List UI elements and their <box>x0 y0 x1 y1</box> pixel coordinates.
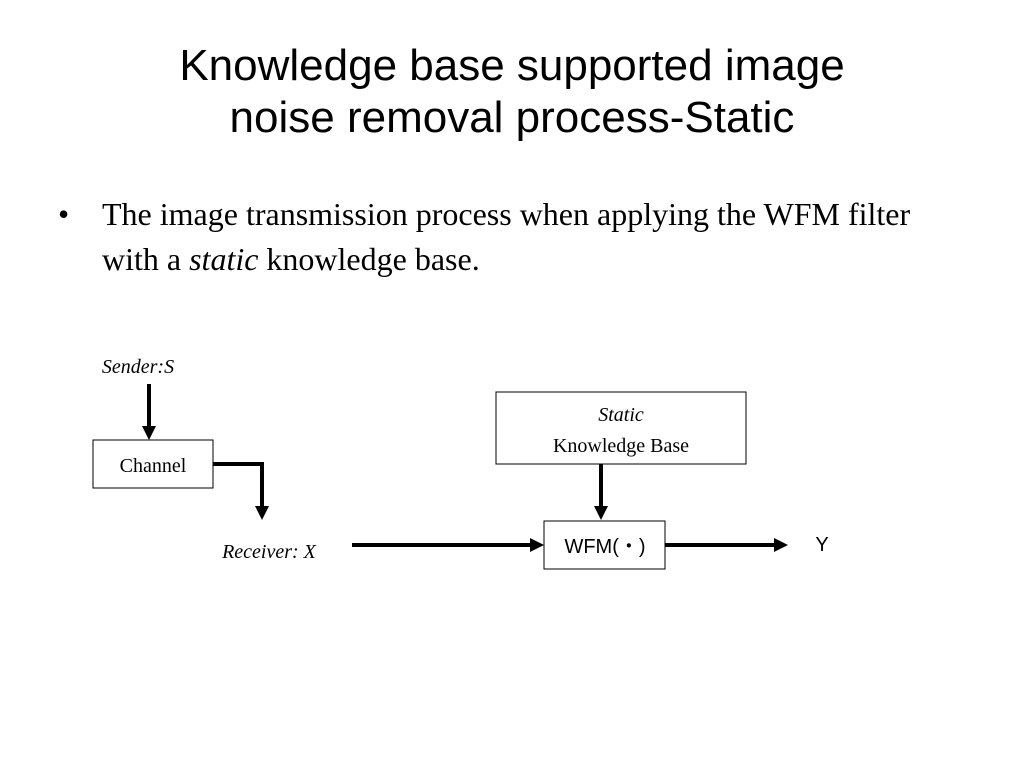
receiver-to-wfm-arrow <box>352 538 544 552</box>
bullet-text-part-2: knowledge base. <box>258 241 480 277</box>
sender-to-channel-arrow <box>142 384 156 440</box>
knowledge-base-label-static: Static <box>598 404 644 426</box>
bullet-text-part-1: The image transmission process when appl… <box>102 196 911 277</box>
wfm-to-output-arrow <box>665 538 788 552</box>
output-label: Y <box>815 534 828 556</box>
receiver-label: Receiver: X <box>221 541 317 563</box>
bullet-text-emphasis: static <box>189 241 259 277</box>
channel-to-receiver-arrow <box>213 462 269 520</box>
channel-label: Channel <box>120 455 187 477</box>
slide-title-line-1: Knowledge base supported image <box>179 41 845 90</box>
bullet-icon: • <box>58 196 70 232</box>
knowledge-base-label: Knowledge Base <box>553 435 689 457</box>
channel-box: Channel <box>92 439 214 489</box>
wfm-filter-label: WFM(・) <box>564 536 645 558</box>
sender-label: Sender:S <box>102 356 174 378</box>
wfm-filter-box: WFM(・) <box>543 520 666 570</box>
slide-title: Knowledge base supported image noise rem… <box>0 40 1024 144</box>
bullet-text: The image transmission process when appl… <box>102 192 932 282</box>
kb-to-wfm-arrow <box>594 464 608 520</box>
slide-title-line-2: noise removal process-Static <box>229 93 795 142</box>
knowledge-base-box: Static Knowledge Base <box>495 391 747 465</box>
